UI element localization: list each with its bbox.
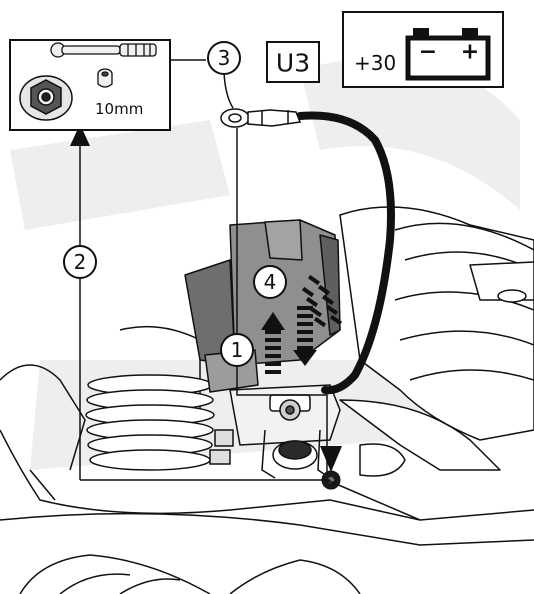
- step-callout-3: 3: [208, 42, 240, 74]
- socket-icon: [98, 69, 112, 87]
- step-2-number: 2: [74, 250, 87, 274]
- corrugated-hose: [86, 375, 214, 470]
- panel-code-label: U3: [276, 49, 310, 78]
- tool-box: 10mm: [10, 40, 170, 130]
- socket-size-label: 10mm: [95, 100, 143, 118]
- panel-code-box: U3: [267, 42, 319, 82]
- arrow-down-to-nut: [320, 446, 342, 472]
- terminal-label: +30: [354, 51, 396, 75]
- step-callout-4: 4: [254, 266, 286, 298]
- step-callout-1: 1: [221, 334, 253, 366]
- step-3-number: 3: [218, 46, 231, 70]
- battery-icon: − +: [408, 28, 488, 78]
- step-1-number: 1: [231, 338, 244, 362]
- battery-negative-sign: −: [419, 40, 437, 65]
- terminal-box: +30 − +: [343, 12, 503, 87]
- flange-nut-icon: [20, 76, 72, 120]
- extension-bar-icon: [120, 44, 156, 56]
- step-4-number: 4: [264, 270, 277, 294]
- cable-eyelet: [221, 109, 300, 127]
- step-callout-2: 2: [64, 246, 96, 278]
- battery-positive-sign: +: [461, 40, 479, 65]
